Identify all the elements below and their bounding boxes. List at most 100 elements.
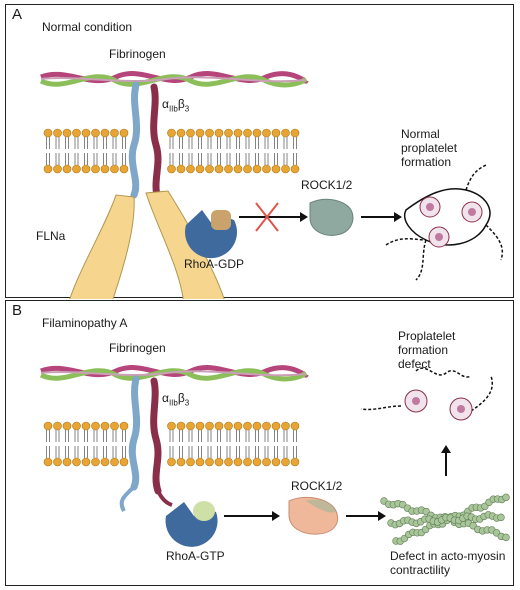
panel-b: B Filaminopathy A Fibrinogen αIIbβ3 RhoA…: [5, 300, 514, 586]
integrin-alpha-iib: [119, 375, 141, 513]
lipid-head: [100, 164, 110, 174]
lipid-tail: [274, 153, 278, 165]
lipid-tail: [122, 430, 126, 442]
lipid-tail: [169, 137, 174, 149]
lipid-head: [233, 457, 243, 467]
lipid-tail: [293, 446, 297, 458]
integrin-alpha-symbol: α: [162, 97, 169, 111]
lipid-tail: [283, 137, 288, 149]
lipid-tail: [198, 430, 202, 442]
fibrinogen-label: Fibrinogen: [109, 47, 166, 61]
lipid-head: [214, 457, 224, 467]
lipid-head: [110, 421, 119, 431]
lipid-tail: [84, 137, 88, 149]
panel-a: A Normal condition Fibrinogen αIIbβ3 FLN…: [5, 4, 514, 299]
lipid-head: [195, 457, 205, 467]
lipid-head: [243, 457, 252, 467]
lipid-tail: [103, 430, 107, 442]
lipid-tail: [55, 137, 60, 149]
integrin-beta-symbol: β: [177, 391, 185, 405]
lipid-tail: [84, 430, 88, 442]
lipid-tail: [103, 153, 107, 165]
lipid-tail: [74, 153, 79, 165]
lipid-head: [281, 457, 290, 467]
lipid-head: [224, 421, 233, 431]
lipid-head: [91, 128, 100, 138]
rhoa-gtp-label: RhoA-GTP: [166, 549, 225, 563]
lipid-tail: [74, 137, 79, 149]
lipid-tail: [188, 430, 193, 442]
lipid-tail: [122, 153, 126, 165]
lipid-head: [281, 421, 290, 431]
lipid-head: [176, 421, 186, 431]
actin-bead: [502, 493, 510, 502]
lipid-head: [81, 457, 91, 467]
lipid-tail: [55, 430, 60, 442]
lipid-tail: [255, 430, 259, 442]
lipid-tail: [84, 446, 88, 458]
lipid-tail: [179, 153, 183, 165]
integrin-alpha-subscript: IIb: [168, 398, 178, 408]
rhoa-gdp-icon: [185, 210, 238, 259]
lipid-head: [81, 128, 91, 138]
lipid-head: [62, 128, 72, 138]
lipid-tail: [179, 430, 183, 442]
lipid-tail: [207, 137, 212, 149]
lipid-tail: [93, 137, 98, 149]
lipid-head: [243, 164, 252, 174]
fibrinogen-fiber: [39, 71, 309, 88]
lipid-head: [53, 457, 62, 467]
lipid-tail: [245, 137, 250, 149]
rock-icon: [309, 198, 354, 236]
lipid-tail: [283, 430, 288, 442]
lipid-head: [167, 128, 176, 138]
lipid-tail: [46, 153, 50, 165]
panel-a-letter: A: [12, 6, 23, 23]
lipid-head: [119, 164, 129, 174]
lipid-tail: [103, 446, 107, 458]
defect-label-1: Defect in acto-myosin: [390, 549, 506, 563]
lipid-head: [214, 421, 224, 431]
lipid-tail: [55, 153, 60, 165]
lipid-head: [110, 457, 119, 467]
lipid-tail: [169, 446, 174, 458]
lipid-tail: [169, 153, 174, 165]
lipid-head: [53, 164, 62, 174]
rhoa-gdp-label: RhoA-GDP: [184, 257, 245, 271]
lipid-tail: [226, 430, 231, 442]
outcome-label-2: formation: [398, 343, 449, 357]
lipid-tail: [236, 446, 240, 458]
lipid-head: [233, 128, 243, 138]
lipid-tail: [55, 446, 60, 458]
lipid-head: [224, 164, 233, 174]
lipid-head: [186, 421, 195, 431]
lipid-tail: [264, 446, 269, 458]
lipid-head: [224, 128, 233, 138]
lipid-head: [262, 128, 271, 138]
lipid-head: [205, 128, 214, 138]
lipid-tail: [226, 137, 231, 149]
lipid-tail: [46, 137, 50, 149]
lipid-head: [176, 457, 186, 467]
lipid-tail: [112, 153, 117, 165]
arrow-to-proplatelets: [361, 212, 402, 222]
lipid-head: [252, 421, 262, 431]
lipid-head: [233, 421, 243, 431]
defect-label-2: contractility: [390, 563, 451, 577]
rock-shading: [306, 499, 336, 513]
integrin-beta-subscript: 3: [184, 104, 190, 114]
lipid-head: [252, 457, 262, 467]
lipid-tail: [46, 446, 50, 458]
lipid-bilayer: [43, 128, 300, 174]
lipid-tail: [217, 153, 221, 165]
lipid-tail: [198, 137, 202, 149]
lipid-tail: [274, 446, 278, 458]
lipid-head: [195, 164, 205, 174]
lipid-tail: [198, 446, 202, 458]
lipid-head: [110, 164, 119, 174]
lipid-tail: [207, 153, 212, 165]
lipid-head: [72, 457, 81, 467]
rock-label: ROCK1/2: [301, 178, 353, 192]
lipid-tail: [264, 430, 269, 442]
lipid-tail: [236, 137, 240, 149]
